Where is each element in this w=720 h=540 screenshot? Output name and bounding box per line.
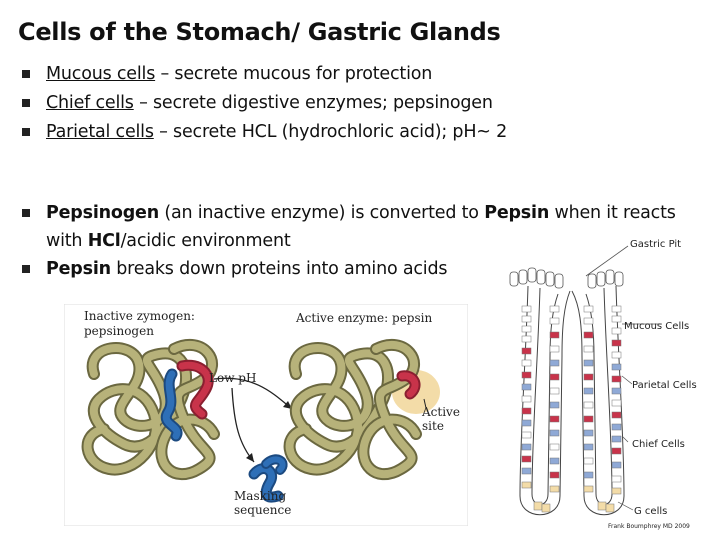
term-chief-cells: Chief cells <box>46 93 134 113</box>
gland-cells-right <box>583 305 622 513</box>
desc-mucous-cells: – secrete mucous for protection <box>155 64 433 84</box>
label-parietal-cells: Parietal Cells <box>632 380 697 391</box>
label-site: site <box>422 419 444 433</box>
term-pepsinogen: Pepsinogen <box>46 203 159 223</box>
label-active-enzyme: Active enzyme: pepsin <box>295 311 432 325</box>
term-pepsin: Pepsin <box>46 259 111 279</box>
g-cells-pointer <box>617 501 634 511</box>
label-sequence: sequence <box>234 503 291 517</box>
bullet-square-icon <box>22 128 30 136</box>
term-mucous-cells: Mucous cells <box>46 64 156 84</box>
bullet-square-icon <box>22 99 30 107</box>
term-pepsin: Pepsin <box>484 203 550 223</box>
term-hcl: HCl <box>87 231 121 251</box>
label-g-cells: G cells <box>634 506 667 517</box>
label-gastric-pit: Gastric Pit <box>630 239 681 250</box>
chief-cells-pointer <box>621 435 629 443</box>
bullet-square-icon <box>22 70 30 78</box>
term-parietal-cells: Parietal cells <box>46 122 154 142</box>
arrow-head-icon <box>246 453 254 462</box>
text-fragment: (an inactive enzyme) is converted to <box>158 203 485 223</box>
active-site-pointer <box>423 398 427 409</box>
label-masking: Masking <box>234 489 286 503</box>
gastric-pit-pointer <box>585 245 629 277</box>
bullet-pepsin-function: Pepsin breaks down proteins into amino a… <box>20 255 710 283</box>
arrow-head-icon <box>283 401 292 409</box>
label-inactive-zymogen: Inactive zymogen: <box>84 309 195 323</box>
text-fragment: breaks down proteins into amino acids <box>110 259 448 279</box>
bullet-parietal-cells: Parietal cells – secrete HCL (hydrochlor… <box>20 118 710 147</box>
desc-parietal-cells: – secrete HCL (hydrochloric acid); pH~ 2 <box>153 122 508 142</box>
label-mucous-cells: Mucous Cells <box>624 321 689 332</box>
label-low-ph: Low pH <box>209 371 256 385</box>
surface-epithelium <box>509 267 624 289</box>
bullet-square-icon <box>22 265 30 273</box>
parietal-cells-pointer <box>621 375 633 385</box>
text-fragment: when it reacts with <box>46 203 676 251</box>
masking-sequence-released <box>248 454 288 503</box>
label-pepsinogen: pepsinogen <box>84 324 154 338</box>
bullet-mucous-cells: Mucous cells – secrete mucous for protec… <box>20 60 710 89</box>
bullet-chief-cells: Chief cells – secrete digestive enzymes;… <box>20 89 710 118</box>
label-active: Active <box>421 405 460 419</box>
bullet-square-icon <box>22 209 30 217</box>
gland-cells-left <box>521 305 560 513</box>
text-fragment: /acidic environment <box>120 231 291 251</box>
masking-sequence-attached <box>160 359 214 442</box>
label-chief-cells: Chief Cells <box>632 439 685 450</box>
slide-title: Cells of the Stomach/ Gastric Glands <box>18 18 501 46</box>
pepsin-bullet-list: Pepsinogen (an inactive enzyme) is conve… <box>20 199 710 283</box>
pepsin-protein-coil <box>283 338 440 481</box>
bullet-pepsinogen-conversion: Pepsinogen (an inactive enzyme) is conve… <box>20 199 686 255</box>
desc-chief-cells: – secrete digestive enzymes; pepsinogen <box>133 93 493 113</box>
pepsinogen-activation-figure: Inactive zymogen: pepsinogen Active enzy… <box>64 304 468 526</box>
gastric-gland-figure: Gastric Pit <box>509 239 697 530</box>
figure-credit: Frank Boumphrey MD 2009 <box>608 523 690 530</box>
gland-walls <box>519 285 625 516</box>
cells-bullet-list: Mucous cells – secrete mucous for protec… <box>20 60 710 147</box>
